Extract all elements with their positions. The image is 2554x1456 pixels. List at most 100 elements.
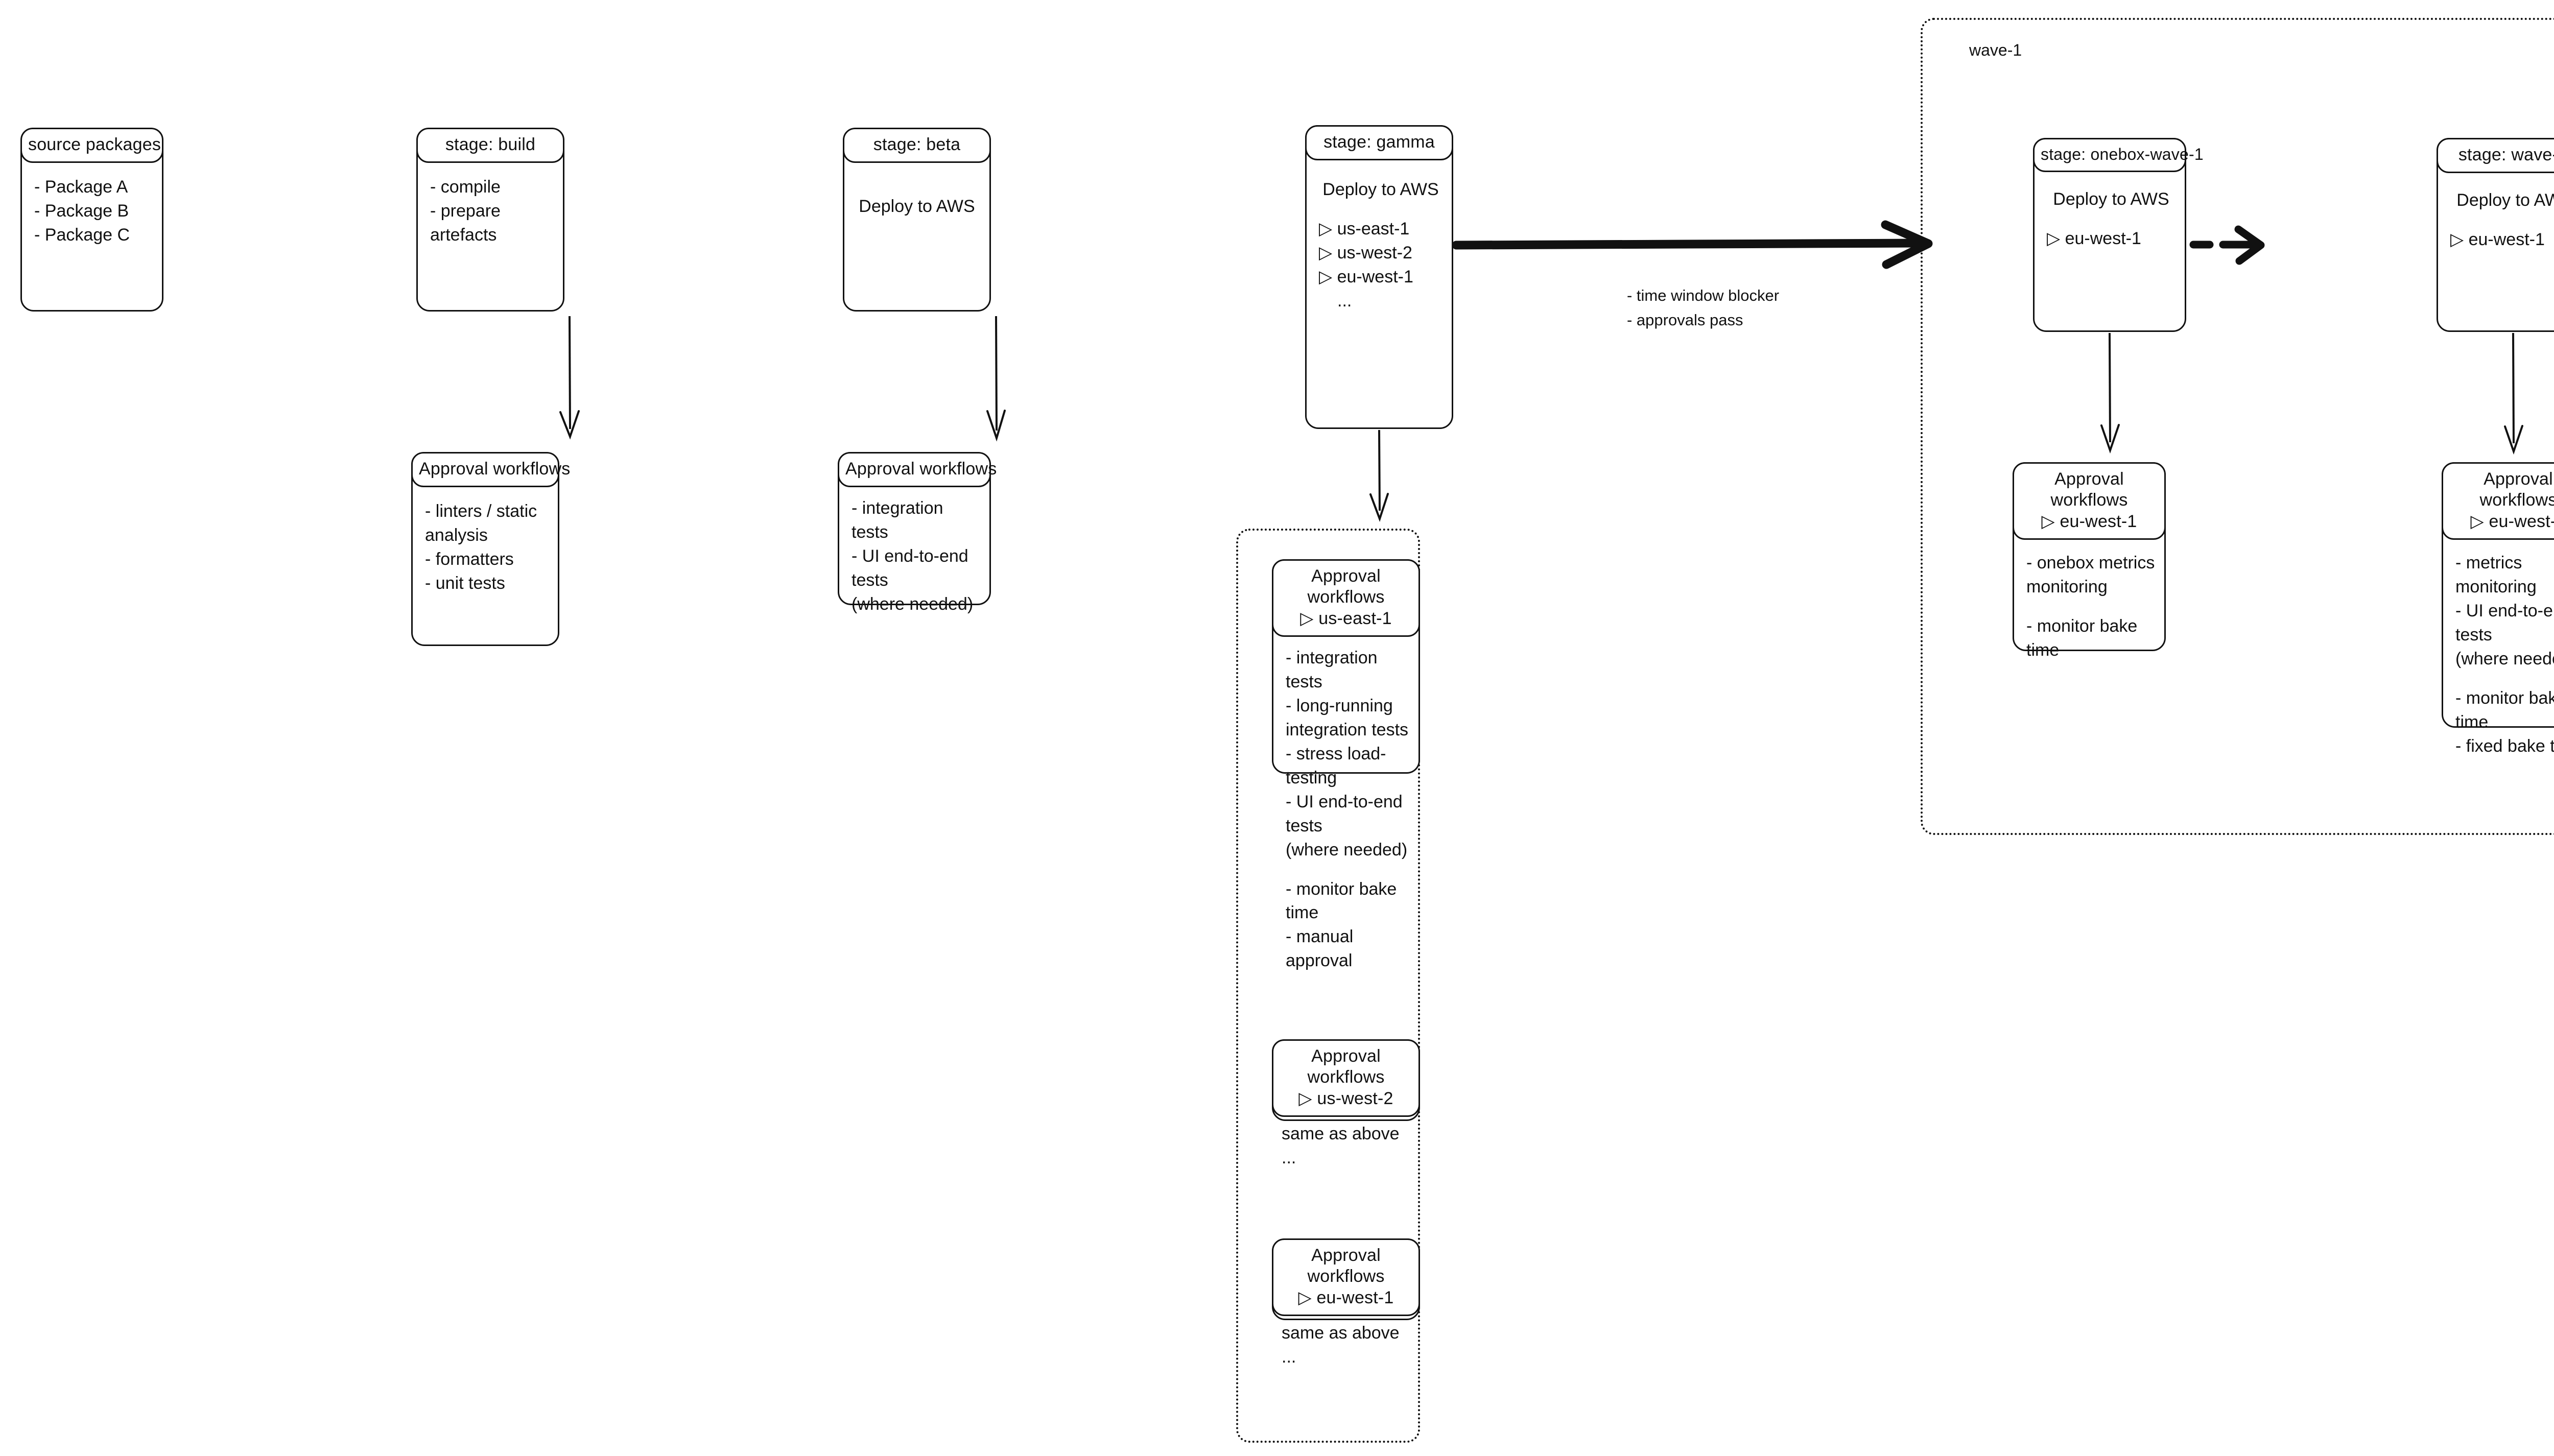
node-gamma-approval-eu-west-1-title: Approval workflows ▷ eu-west-1 (1272, 1238, 1420, 1317)
node-gamma-approval-us-west-2-title: Approval workflows ▷ us-west-2 (1272, 1039, 1420, 1117)
approval-title: Approval workflows (1307, 566, 1385, 607)
region-item: ▷ eu-west-1 (2047, 228, 2141, 248)
spacer (1286, 862, 1409, 877)
arrow-gamma-to-approvals (1369, 429, 1389, 522)
approval-title: Approval workflows (2050, 469, 2128, 510)
list-item: analysis (425, 526, 488, 545)
list-item: - manual approval (1286, 927, 1354, 971)
node-source-packages: source packages - Package A - Package B … (20, 128, 163, 312)
spacer (2047, 211, 2175, 227)
node-build-approval-workflows: Approval workflows - linters / static an… (411, 452, 570, 646)
node-gamma-approval-eu-west-1: Approval workflows ▷ eu-west-1 same as a… (1272, 1238, 1420, 1367)
node-wave1-onebox-approval-title: Approval workflows ▷ eu-west-1 (2013, 462, 2166, 540)
list-item: - prepare artefacts (430, 201, 501, 245)
node-wave1-onebox-approval: Approval workflows ▷ eu-west-1 - onebox … (2013, 462, 2166, 660)
node-stage-wave-1-body: Deploy to AWS ▷ eu-west-1 (2438, 173, 2554, 330)
list-item: - monitor bake time (1286, 879, 1397, 923)
list-item: (where needed) (2455, 649, 2554, 669)
node-stage-beta-body: Deploy to AWS (844, 163, 989, 310)
list-item: - unit tests (425, 574, 505, 593)
list-item: - compile (430, 177, 501, 197)
list-item: integration tests (1286, 720, 1409, 740)
node-wave1-main-approval: Approval workflows ▷ eu-west-1 - metrics… (2442, 462, 2554, 756)
list-item: - integration tests (852, 498, 943, 542)
node-stage-build-title: stage: build (416, 128, 564, 163)
node-gamma-approval-us-west-2: Approval workflows ▷ us-west-2 same as a… (1272, 1039, 1420, 1167)
list-item: (where needed) (852, 594, 974, 614)
list-item: - linters / static (425, 502, 537, 521)
approval-region: ▷ eu-west-1 (1298, 1287, 1394, 1307)
list-item: - stress load-testing (1286, 744, 1386, 787)
deploy-label: Deploy to AWS (859, 197, 975, 217)
same-as-above: same as above ... (1282, 1124, 1400, 1168)
deploy-label: Deploy to AWS (2456, 190, 2554, 210)
node-stage-build-body: - compile - prepare artefacts (418, 163, 563, 310)
region-item: ▷ us-east-1 (1319, 219, 1410, 239)
edge-label-line: - time window blocker (1627, 287, 1780, 304)
node-stage-build: stage: build - compile - prepare artefac… (416, 128, 564, 312)
group-gamma-approvals (1236, 529, 1420, 1443)
node-wave1-onebox-approval-body: - onebox metrics monitoring - monitor ba… (2014, 540, 2164, 672)
group-wave-1-label: wave-1 (1969, 41, 2022, 59)
spacer (2026, 599, 2155, 614)
spacer (1319, 202, 1442, 217)
node-stage-gamma-body: Deploy to AWS ▷ us-east-1 ▷ us-west-2 ▷ … (1307, 160, 1452, 427)
approval-region: ▷ eu-west-1 (2041, 511, 2137, 531)
arrow-beta-to-approval (986, 316, 1006, 442)
list-item: - formatters (425, 550, 514, 569)
node-wave1-main-approval-body: - metrics monitoring - UI end-to-end tes… (2443, 540, 2554, 767)
node-stage-wave-1: stage: wave-1 Deploy to AWS ▷ eu-west-1 (2437, 138, 2554, 332)
list-item: - Package B (34, 201, 129, 221)
list-item: - UI end-to-end tests (2455, 601, 2554, 645)
region-item: ▷ us-west-2 (1319, 243, 1412, 263)
arrow-gamma-to-wave1 (1452, 220, 1933, 269)
list-item: - monitor bake time (2455, 688, 2554, 732)
node-gamma-approval-eu-west-1-body: same as above ... (1273, 1316, 1418, 1374)
node-stage-wave-1-title: stage: wave-1 (2437, 138, 2554, 174)
node-stage-beta-title: stage: beta (843, 128, 991, 163)
spacer (2450, 212, 2554, 228)
edge-label-line: - approvals pass (1627, 311, 1743, 329)
node-stage-gamma-title: stage: gamma (1305, 125, 1453, 161)
approval-title: Approval workflows (2479, 469, 2554, 510)
deploy-label: Deploy to AWS (1322, 180, 1439, 200)
region-item: ▷ eu-west-1 (2450, 230, 2545, 250)
group-wave-1 (1921, 18, 2554, 835)
same-as-above: same as above ... (1282, 1323, 1400, 1367)
node-build-approval-title: Approval workflows (411, 452, 570, 488)
list-item: - fixed bake time (2455, 736, 2554, 756)
node-stage-beta: stage: beta Deploy to AWS (843, 128, 991, 312)
list-item: - long-running (1286, 696, 1393, 716)
node-gamma-approval-us-east-1-body: - integration tests - long-running integ… (1273, 637, 1418, 982)
list-item: monitoring (2026, 577, 2108, 597)
node-gamma-approval-us-west-2-body: same as above ... (1273, 1117, 1418, 1175)
node-source-packages-body: - Package A - Package B - Package C (22, 163, 162, 310)
region-item: ▷ eu-west-1 (1319, 267, 1413, 287)
list-item: - UI end-to-end tests (852, 546, 968, 590)
region-ellipsis: ... (1337, 291, 1352, 311)
list-item: - Package C (34, 225, 130, 245)
spacer (2455, 671, 2554, 686)
node-wave1-main-approval-title: Approval workflows ▷ eu-west-1 (2442, 462, 2554, 540)
list-item: - integration tests (1286, 648, 1378, 692)
list-item: - onebox metrics (2026, 553, 2155, 573)
list-item: - monitor bake time (2026, 616, 2138, 660)
list-item: - UI end-to-end tests (1286, 792, 1403, 836)
deploy-label: Deploy to AWS (2053, 189, 2169, 209)
node-beta-approval-body: - integration tests - UI end-to-end test… (839, 487, 989, 626)
node-gamma-approval-us-east-1-title: Approval workflows ▷ us-east-1 (1272, 559, 1420, 637)
node-build-approval-body: - linters / static analysis - formatters… (413, 487, 558, 645)
list-item: - Package A (34, 177, 128, 197)
list-item: - metrics monitoring (2455, 553, 2537, 597)
node-beta-approval-title: Approval workflows (838, 452, 997, 488)
node-stage-onebox-wave-1: stage: onebox-wave-1 Deploy to AWS ▷ eu-… (2033, 138, 2204, 332)
node-stage-onebox-wave-1-body: Deploy to AWS ▷ eu-west-1 (2035, 172, 2185, 330)
list-item: (where needed) (1286, 840, 1408, 860)
edge-label-gamma-wave1: - time window blocker - approvals pass (1627, 283, 1779, 332)
approval-title: Approval workflows (1307, 1046, 1385, 1087)
node-stage-onebox-wave-1-title: stage: onebox-wave-1 (2033, 138, 2204, 173)
node-gamma-approval-us-east-1: Approval workflows ▷ us-east-1 - integra… (1272, 559, 1420, 970)
approval-region: ▷ eu-west-1 (2470, 511, 2554, 531)
node-source-packages-title: source packages (20, 128, 163, 163)
